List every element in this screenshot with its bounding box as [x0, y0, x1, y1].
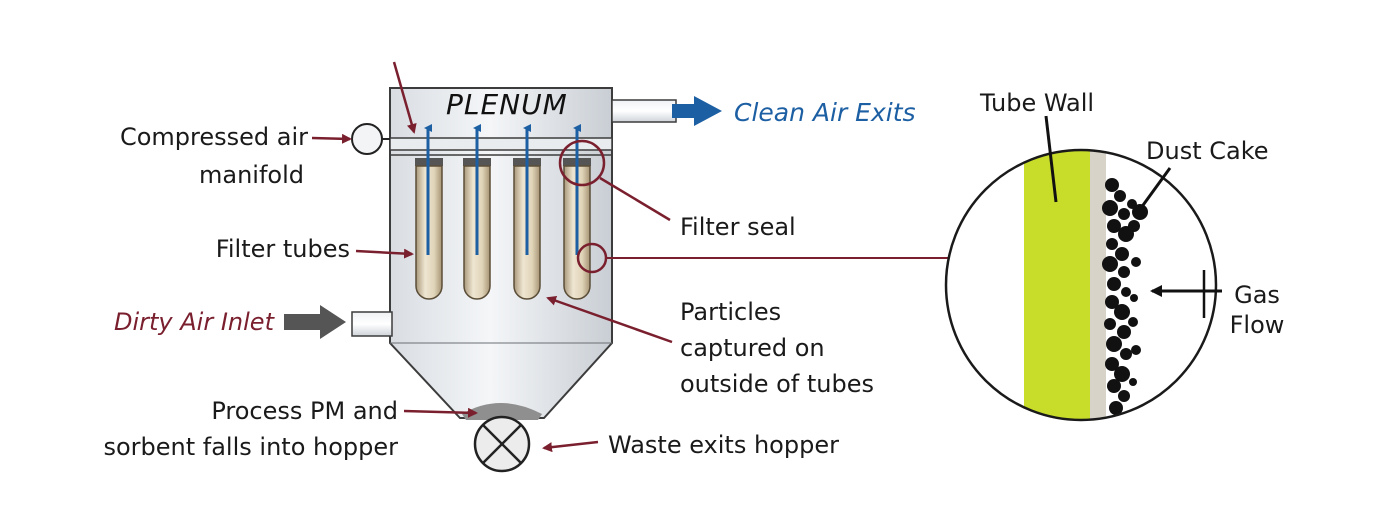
- tube-wall-detail: [944, 148, 1218, 422]
- particles-line1: Particles: [680, 298, 782, 326]
- dirty-air-arrow-icon: [284, 305, 346, 339]
- clean-air-outlet-pipe: [611, 99, 677, 123]
- tube-wall-band: [1024, 150, 1098, 420]
- filter-seal-pointer: [599, 176, 671, 222]
- process-pm-label: Process PM and sorbent falls into hopper: [60, 393, 398, 465]
- tube-wall-label: Tube Wall: [980, 89, 1095, 117]
- compressed-air-line1: Compressed air: [119, 123, 308, 151]
- filter-seal-callout-circle: [558, 139, 606, 187]
- clean-air-exits-label: Clean Air Exits: [734, 98, 916, 127]
- pulse-jet-pointer: [392, 61, 417, 134]
- plenum-label: PLENUM: [446, 88, 568, 121]
- gas-flow-line1: Gas: [1234, 281, 1280, 309]
- filter-tubes-pointer: [355, 248, 414, 259]
- dust-cake-pointer: [1139, 167, 1172, 209]
- particles-label: Particles captured on outside of tubes: [680, 294, 874, 402]
- particles-line3: outside of tubes: [680, 370, 874, 398]
- gas-flow-label: Gas Flow: [1224, 280, 1290, 340]
- filter-seal-label: Filter seal: [680, 213, 796, 241]
- process-pm-pointer: [403, 407, 478, 418]
- clean-air-arrow-icon: [672, 96, 722, 126]
- tube-wall-pointer: [1044, 115, 1058, 203]
- compressed-air-label: Compressed air manifold: [96, 122, 308, 190]
- dirty-air-inlet-label: Dirty Air Inlet: [114, 308, 274, 336]
- process-pm-line1: Process PM and: [211, 397, 398, 425]
- particles-line2: captured on: [680, 334, 825, 362]
- dirty-air-inlet-pipe: [351, 311, 393, 337]
- hopper-dust-pile: [462, 403, 542, 420]
- baghouse-housing: [389, 87, 613, 419]
- gas-flow-line2: Flow: [1229, 311, 1285, 339]
- waste-exits-pointer: [542, 440, 599, 453]
- dust-cake-label: Dust Cake: [1146, 137, 1269, 165]
- waste-exits-label: Waste exits hopper: [608, 431, 839, 459]
- process-pm-line2: sorbent falls into hopper: [103, 433, 398, 461]
- compressed-air-pointer: [311, 133, 352, 144]
- dust-cake-particles: [1102, 178, 1148, 415]
- rotary-valve-icon: [473, 415, 531, 473]
- compressed-air-line2: manifold: [199, 161, 304, 189]
- clean-air-flow-arrows: [424, 124, 581, 255]
- particles-pointer: [546, 295, 673, 344]
- filter-tubes-label: Filter tubes: [215, 235, 350, 263]
- compressed-air-manifold: [351, 123, 390, 155]
